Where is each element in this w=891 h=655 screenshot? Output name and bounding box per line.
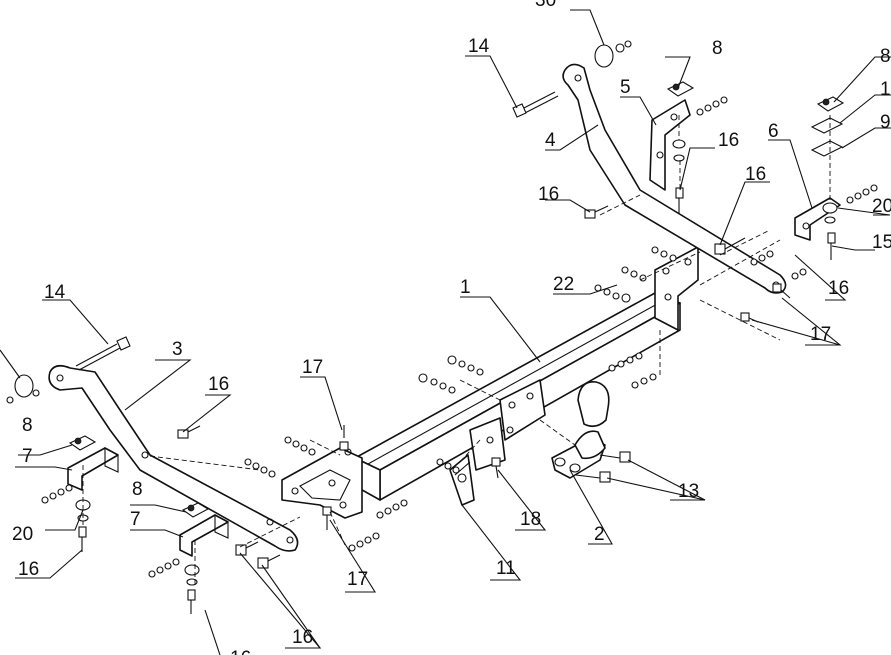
- long-bolts: [75, 91, 559, 371]
- label-5: 5: [620, 77, 631, 98]
- label-14-top: 14: [468, 36, 490, 57]
- label-2: 2: [594, 524, 605, 545]
- label-7-lower: 7: [130, 509, 141, 530]
- label-14-left: 14: [44, 282, 66, 303]
- label-16-right-lower: 16: [828, 278, 849, 299]
- left-side-arm: [48, 364, 299, 552]
- label-16-bottom: 16: [292, 627, 313, 648]
- bracket-7-lower: [179, 514, 229, 557]
- label-11: 11: [496, 558, 516, 579]
- label-8-left-lower: 8: [132, 479, 143, 500]
- label-8-top-center: 8: [712, 38, 723, 59]
- label-15: 15: [872, 232, 891, 253]
- tow-ball: [551, 381, 610, 479]
- label-10: 1: [880, 79, 891, 100]
- left-beam-plate: [281, 447, 363, 519]
- label-16-right-upper: 16: [745, 164, 766, 185]
- label-9: 9: [880, 112, 891, 133]
- label-30: 30: [535, 0, 556, 11]
- label-16-left-top: 16: [538, 184, 559, 205]
- ball-bolts: [575, 451, 631, 483]
- label-20-left: 20: [12, 524, 33, 545]
- label-3: 3: [172, 339, 183, 360]
- label-1: 1: [460, 277, 471, 298]
- label-17-right: 17: [810, 324, 831, 345]
- plates-9-10: [810, 117, 844, 157]
- label-8-left-upper: 8: [22, 415, 33, 436]
- leader-lines: [0, 9, 891, 655]
- label-8-top-right: 8: [880, 46, 891, 67]
- right-beam-plate: [654, 246, 699, 331]
- part-labels: 1 2 3 4 5 6 7 7 8 8 8 8 1 9 11 13 14 14 …: [12, 0, 891, 655]
- label-16-bottom-edge: 16: [230, 648, 251, 655]
- center-bracket: [469, 379, 546, 471]
- bracket-5: [649, 99, 691, 191]
- label-20-right: 20: [872, 196, 891, 217]
- label-22: 22: [553, 274, 574, 295]
- label-16-left-arm: 16: [208, 374, 229, 395]
- label-16-left-bottom: 16: [18, 559, 39, 580]
- label-16-top: 16: [718, 130, 739, 151]
- label-17-left-bottom: 17: [347, 569, 368, 590]
- label-18: 18: [520, 509, 541, 530]
- label-13: 13: [678, 481, 699, 502]
- bolts: [78, 187, 836, 614]
- label-7-upper: 7: [22, 446, 33, 467]
- label-17-left-top: 17: [302, 357, 323, 378]
- socket-plate: [449, 454, 475, 506]
- label-4: 4: [545, 130, 556, 151]
- bracket-7-upper: [67, 447, 119, 491]
- label-6: 6: [768, 121, 779, 142]
- assembly-lines: [82, 115, 831, 588]
- rubber-bumps: [14, 44, 614, 398]
- cage-nuts: [68, 81, 845, 518]
